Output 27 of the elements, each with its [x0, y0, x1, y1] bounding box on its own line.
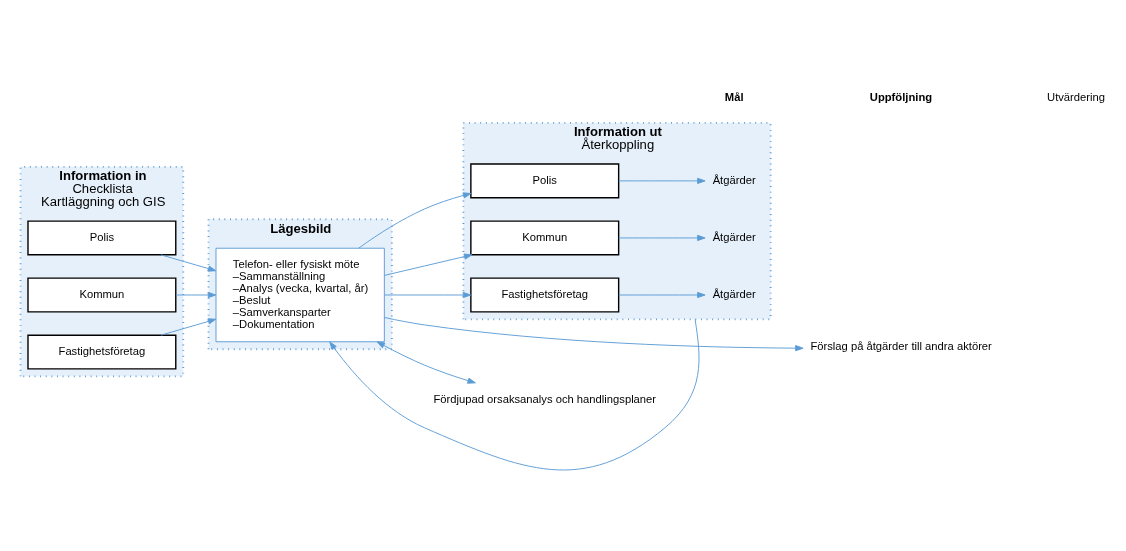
arrow	[384, 253, 473, 276]
arrow	[618, 177, 706, 184]
label: Uppföljning	[869, 90, 933, 103]
node-box: Polis	[27, 219, 177, 255]
node-box: Polis	[470, 162, 620, 198]
arrow	[383, 316, 804, 351]
node-box: Kommun	[27, 276, 177, 313]
node-box: Fastighetsföretag	[470, 276, 620, 313]
arrow	[618, 234, 706, 241]
node-box: Fastighetsföretag	[27, 334, 177, 370]
arrow	[160, 317, 217, 336]
arrow	[175, 291, 217, 298]
arrow	[618, 291, 706, 298]
arrow	[358, 191, 472, 249]
node-text: Åtgärder	[712, 230, 756, 243]
node-text: Åtgärder	[712, 287, 756, 300]
arrow	[329, 318, 700, 470]
arrow	[384, 291, 472, 298]
arrow	[160, 253, 217, 272]
node-text: Fördjupad orsaksanalys och handlingsplaner	[433, 392, 657, 405]
label: Utvärdering	[1047, 90, 1106, 103]
arrow	[376, 340, 476, 384]
node-text: Förslag på åtgärder till andra aktörer	[810, 339, 992, 352]
node-box: Telefon- eller fysiskt möte –Sammanställning –Analys (vecka, kvartal, år) –Beslut –Samverkansparter –Dokumentation	[215, 247, 385, 342]
node-box: Kommun	[470, 219, 620, 255]
label: Mål	[724, 90, 744, 103]
node-text: Åtgärder	[712, 173, 756, 186]
